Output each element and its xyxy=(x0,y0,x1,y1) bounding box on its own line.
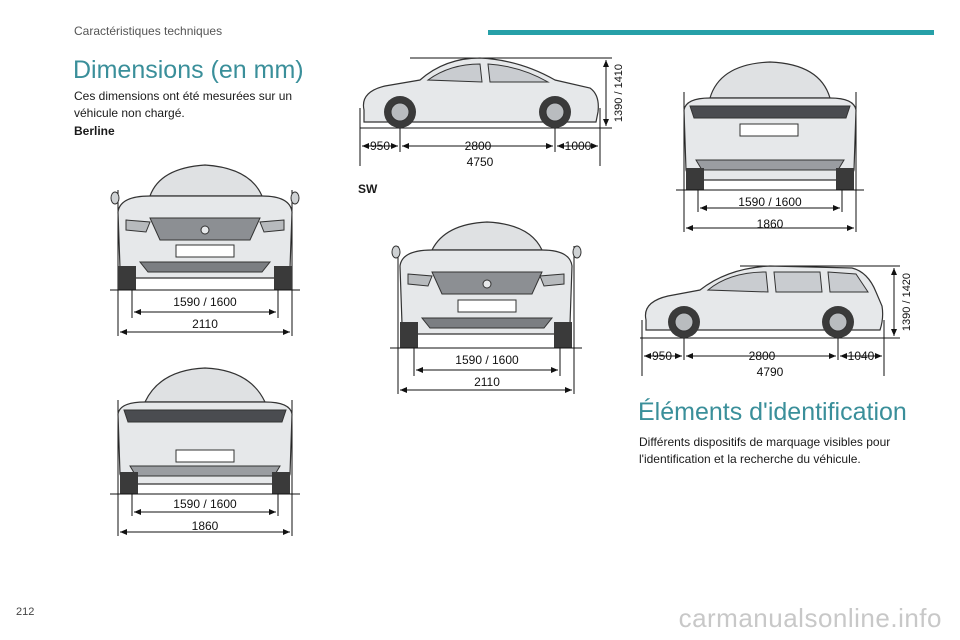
sw-rear-overhang: 1040 xyxy=(848,349,875,363)
berline-front-track: 1590 / 1600 xyxy=(173,295,237,309)
berline-wheelbase: 2800 xyxy=(465,139,492,153)
section-header: Caractéristiques techniques xyxy=(74,24,223,38)
sw-rear-track: 1590 / 1600 xyxy=(738,195,802,209)
sw-front-view xyxy=(390,221,582,394)
watermark: carmanualsonline.info xyxy=(678,603,942,633)
berline-rear-width: 1860 xyxy=(192,519,219,533)
berline-front-view xyxy=(110,164,300,336)
berline-side-view xyxy=(359,57,612,166)
sw-wheelbase: 2800 xyxy=(749,349,776,363)
berline-rear-track: 1590 / 1600 xyxy=(173,497,237,511)
berline-height: 1390 / 1410 xyxy=(613,64,625,122)
identification-text: Différents dispositifs de marquage visib… xyxy=(639,435,891,466)
page-number: 212 xyxy=(16,606,35,618)
header-accent-bar xyxy=(488,30,934,35)
berline-label: Berline xyxy=(74,124,115,138)
identification-title: Éléments d'identification xyxy=(638,398,907,426)
intro-text: Ces dimensions ont été mesurées sur un v… xyxy=(74,89,293,120)
sw-height: 1390 / 1420 xyxy=(901,273,913,331)
sw-label: SW xyxy=(358,182,378,196)
sw-front-track: 1590 / 1600 xyxy=(455,353,519,367)
berline-rear-overhang: 1000 xyxy=(565,139,592,153)
berline-front-overhang: 950 xyxy=(370,139,390,153)
sw-side-view xyxy=(640,265,900,376)
sw-front-width: 2110 xyxy=(474,375,500,389)
sw-front-overhang: 950 xyxy=(652,349,672,363)
page-title: Dimensions (en mm) xyxy=(73,56,304,84)
sw-rear-width: 1860 xyxy=(757,217,784,231)
berline-front-width: 2110 xyxy=(192,317,218,331)
sw-length: 4790 xyxy=(757,365,784,379)
berline-length: 4750 xyxy=(467,155,494,169)
sw-rear-view xyxy=(676,61,864,232)
berline-rear-view xyxy=(110,367,300,536)
